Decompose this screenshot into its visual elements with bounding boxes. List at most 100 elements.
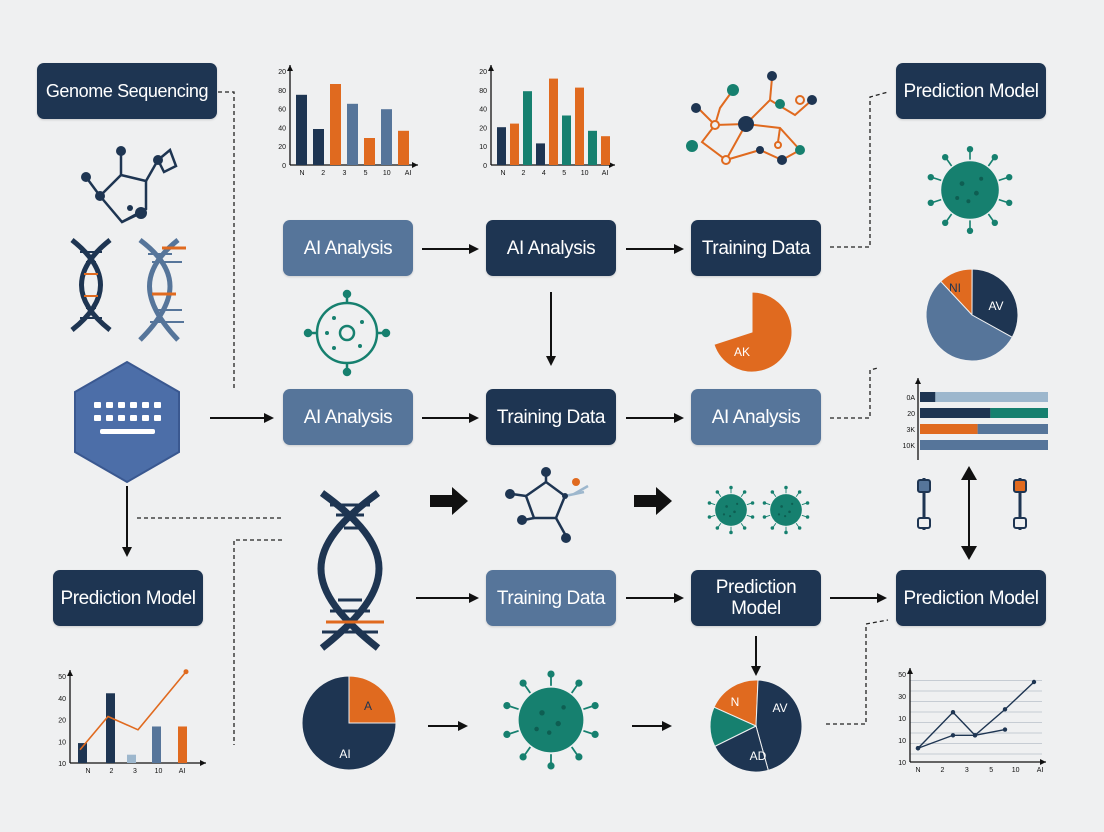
- bar: [549, 78, 558, 165]
- y-tick-label: 20: [278, 144, 286, 151]
- slider-icon: [1013, 478, 1027, 530]
- pie-slice: [925, 280, 1013, 362]
- y-tick-label: 40: [278, 125, 286, 132]
- y-tick-label: 40: [58, 696, 66, 703]
- axis-arrowhead: [915, 378, 921, 384]
- x-tick-label: 4: [542, 170, 546, 177]
- x-tick-label: N: [500, 170, 505, 177]
- x-tick-label: AI: [179, 768, 186, 775]
- slider-icon: [917, 478, 931, 530]
- node-training-data[interactable]: Training Data: [691, 220, 821, 276]
- bar: [347, 103, 358, 165]
- y-tick-label: 3K: [906, 427, 915, 434]
- molecule-icon: [505, 467, 589, 543]
- virus-icon: [762, 485, 810, 535]
- axis-arrowhead: [412, 162, 418, 168]
- bar: [536, 143, 545, 165]
- x-tick-label: AI: [405, 170, 412, 177]
- bar: [78, 743, 87, 763]
- pie-chart: AK: [713, 291, 793, 373]
- molecule-icon: [81, 146, 178, 224]
- node-prediction-model[interactable]: Prediction Model: [896, 63, 1046, 119]
- stacked-bar-segment: [935, 392, 1048, 402]
- x-tick-label: 10: [1012, 767, 1020, 774]
- bar: [562, 115, 571, 165]
- y-tick-label: 80: [278, 88, 286, 95]
- bar: [497, 127, 506, 165]
- pie-label: N: [731, 695, 740, 709]
- y-tick-label: 40: [479, 107, 487, 114]
- y-tick-label: 10K: [903, 443, 916, 450]
- node-ai-analysis[interactable]: AI Analysis: [283, 389, 413, 445]
- dashed-connector: [830, 91, 889, 248]
- pie-slice: [713, 291, 793, 373]
- series-point: [972, 733, 978, 738]
- y-tick-label: 0: [483, 163, 487, 170]
- x-tick-label: 5: [364, 170, 368, 177]
- bold-arrow-icon: [430, 487, 672, 515]
- dna-helix-icon: [317, 490, 384, 651]
- axis-arrowhead: [609, 162, 615, 168]
- pie-label: NI: [949, 281, 961, 295]
- bar: [178, 726, 187, 763]
- node-prediction-model[interactable]: Prediction Model: [691, 570, 821, 626]
- bar: [588, 130, 597, 165]
- node-prediction-model[interactable]: Prediction Model: [53, 570, 203, 626]
- node-ai-analysis[interactable]: AI Analysis: [283, 220, 413, 276]
- node-prediction-model[interactable]: Prediction Model: [896, 570, 1046, 626]
- virus-icon: [707, 485, 755, 535]
- stacked-bar-segment: [977, 424, 1048, 434]
- x-tick-label: 2: [110, 768, 114, 775]
- y-tick-label: 50: [898, 672, 906, 679]
- dashed-connector: [830, 367, 879, 419]
- network-icon: [686, 71, 817, 165]
- x-tick-label: AI: [1037, 767, 1044, 774]
- stacked-bar-segment: [920, 440, 1048, 450]
- dashed-connector: [826, 619, 889, 725]
- y-tick-label: 10: [898, 738, 906, 745]
- node-training-data[interactable]: Training Data: [486, 570, 616, 626]
- series-point: [915, 746, 921, 751]
- x-tick-label: 2: [321, 170, 325, 177]
- pie-slice: [709, 706, 758, 748]
- dna-helix-icon: [70, 238, 112, 332]
- x-tick-label: N: [299, 170, 304, 177]
- node-label-line: Prediction: [715, 577, 797, 598]
- node-ai-analysis[interactable]: AI Analysis: [486, 220, 616, 276]
- node-training-data[interactable]: Training Data: [486, 389, 616, 445]
- bar: [601, 136, 610, 165]
- x-tick-label: 10: [581, 170, 589, 177]
- series-line: [917, 728, 1006, 749]
- node-ai-analysis[interactable]: AI Analysis: [691, 389, 821, 445]
- y-tick-label: 20: [58, 718, 66, 725]
- pie-slice: [713, 679, 759, 727]
- x-tick-label: AI: [602, 170, 609, 177]
- trend-point: [183, 669, 189, 675]
- series-point: [950, 733, 956, 738]
- x-tick-label: 2: [521, 170, 525, 177]
- y-tick-label: 20: [479, 125, 487, 132]
- y-tick-label: 20: [278, 69, 286, 76]
- bar: [296, 94, 307, 165]
- axis-arrowhead: [907, 668, 913, 674]
- y-tick-label: 10: [58, 739, 66, 746]
- node-genome-sequencing[interactable]: Genome Sequencing: [37, 63, 217, 119]
- bar: [398, 130, 409, 165]
- y-tick-label: 80: [479, 88, 487, 95]
- bar: [510, 123, 519, 165]
- pie-label: AK: [734, 345, 750, 359]
- bar: [106, 693, 115, 763]
- bar: [313, 129, 324, 165]
- axis-arrowhead: [1040, 759, 1046, 765]
- series-point: [1031, 679, 1037, 685]
- y-tick-label: 10: [898, 716, 906, 723]
- dashed-connector: [218, 91, 235, 388]
- stacked-bar-segment: [920, 408, 991, 418]
- axis-arrowhead: [287, 65, 293, 71]
